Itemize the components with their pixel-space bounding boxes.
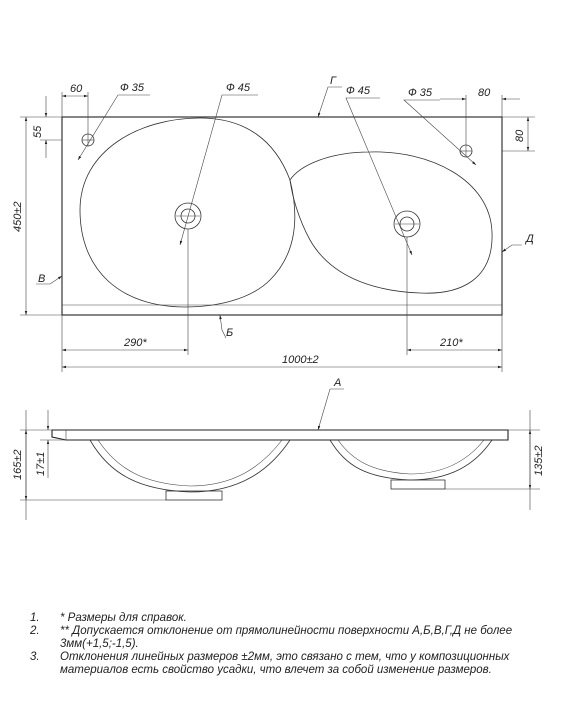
front-view	[20, 388, 540, 520]
right-bowl-outline	[289, 151, 493, 294]
label-surface-g: Г	[330, 75, 337, 87]
note-number: 3.	[30, 651, 40, 663]
dim-60: 60	[70, 83, 83, 95]
note-item: 1. * Размеры для справок.	[30, 612, 550, 625]
dim-165: 165±2	[12, 449, 24, 480]
left-bowl-outline	[79, 117, 296, 308]
dim-dia35-right: Ф 35	[408, 87, 433, 99]
note-text: Отклонения линейных размеров ±2мм, это с…	[60, 651, 510, 676]
notes-section: 1. * Размеры для справок. 2. ** Допускае…	[30, 612, 550, 677]
dim-17: 17±1	[35, 452, 47, 476]
label-surface-v: В	[38, 273, 45, 285]
dim-210: 210*	[439, 337, 463, 349]
plan-view	[20, 86, 535, 372]
note-text: ** Допускается отклонение от прямолинейн…	[60, 625, 513, 650]
dim-55: 55	[32, 125, 44, 138]
note-item: 2. ** Допускается отклонение от прямолин…	[30, 625, 550, 651]
note-number: 1.	[30, 612, 40, 624]
dim-dia45-left: Ф 45	[226, 82, 251, 94]
note-text: * Размеры для справок.	[60, 612, 187, 624]
label-surface-d: Д	[524, 233, 534, 245]
front-right-drain	[390, 479, 446, 490]
label-surface-b: Б	[226, 327, 233, 339]
note-item: 3. Отклонения линейных размеров ±2мм, эт…	[30, 651, 550, 677]
label-surface-a: А	[333, 377, 341, 389]
dim-dia45-right: Ф 45	[346, 85, 371, 97]
countertop-outline	[61, 116, 503, 316]
technical-drawing: 60 Ф 35 Ф 45 Г Ф 45 Ф 35 80 80 55 450±2 …	[12, 75, 545, 520]
note-number: 2.	[30, 625, 40, 637]
dim-135: 135±2	[533, 445, 545, 476]
slab-outline	[51, 429, 509, 441]
dim-1000: 1000±2	[282, 354, 319, 366]
dim-dia35-left: Ф 35	[120, 82, 145, 94]
dim-80-vertical: 80	[514, 129, 526, 142]
dim-80-horizontal: 80	[478, 87, 491, 99]
front-left-bowl	[89, 439, 291, 493]
dim-290: 290*	[123, 337, 147, 349]
front-left-drain	[165, 490, 223, 501]
dim-450: 450±2	[12, 201, 24, 232]
